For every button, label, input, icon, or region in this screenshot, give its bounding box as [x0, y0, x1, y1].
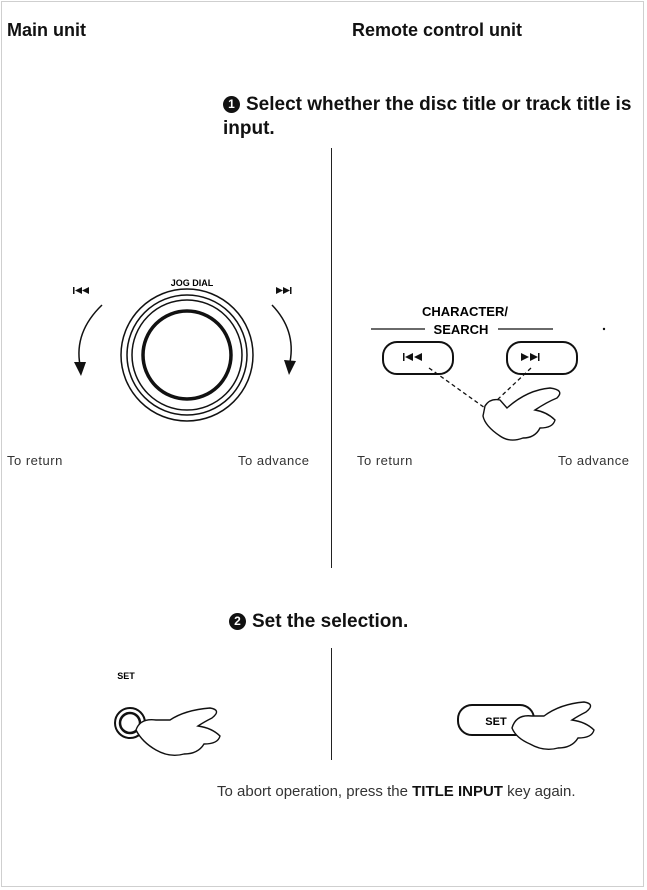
step-1-text: Select whether the disc title or track t… — [223, 94, 632, 139]
abort-note-text-end: key again. — [502, 783, 576, 800]
main-return-caption: To return — [7, 453, 63, 468]
main-advance-caption: To advance — [238, 453, 310, 468]
step-2-instruction: 2 Set the selection. — [229, 610, 408, 634]
step-2-number: 2 — [229, 613, 246, 630]
abort-note: To abort operation, press the TITLE INPU… — [217, 780, 637, 804]
skip-forward-icon — [276, 287, 292, 294]
skip-forward-button — [506, 341, 578, 375]
column-divider-2 — [331, 648, 332, 760]
skip-back-icon — [73, 287, 89, 294]
column-divider-1 — [331, 148, 332, 568]
pressing-hand-icon — [511, 701, 595, 751]
step-2-text: Set the selection. — [252, 611, 409, 632]
remote-set-label: SET — [485, 716, 507, 728]
jog-dial-knob — [120, 288, 254, 422]
character-label: CHARACTER/ — [422, 304, 508, 319]
abort-note-text: To abort operation, press the — [217, 783, 413, 800]
main-set-label: SET — [117, 671, 135, 681]
pressing-hand-icon — [482, 387, 561, 441]
title-input-key-label: TITLE INPUT — [412, 783, 503, 800]
remote-return-caption: To return — [357, 453, 413, 468]
remote-advance-caption: To advance — [558, 453, 630, 468]
pressing-hand-icon — [135, 707, 221, 757]
step-1-number: 1 — [223, 96, 240, 113]
jog-dial-label: JOG DIAL — [171, 278, 214, 288]
remote-set-illustration: SET — [450, 680, 630, 770]
page-frame-right-edge — [643, 1, 644, 887]
main-unit-heading: Main unit — [7, 20, 86, 40]
clockwise-arrow-icon — [271, 304, 292, 363]
jog-dial-illustration: JOG DIAL — [60, 270, 310, 430]
counterclockwise-arrow-icon — [78, 304, 103, 366]
remote-unit-heading: Remote control unit — [352, 20, 522, 40]
character-search-illustration: CHARACTER/ SEARCH — [335, 298, 635, 448]
search-label: SEARCH — [434, 322, 489, 337]
main-set-illustration: SET — [100, 668, 250, 773]
skip-back-button — [382, 341, 454, 375]
